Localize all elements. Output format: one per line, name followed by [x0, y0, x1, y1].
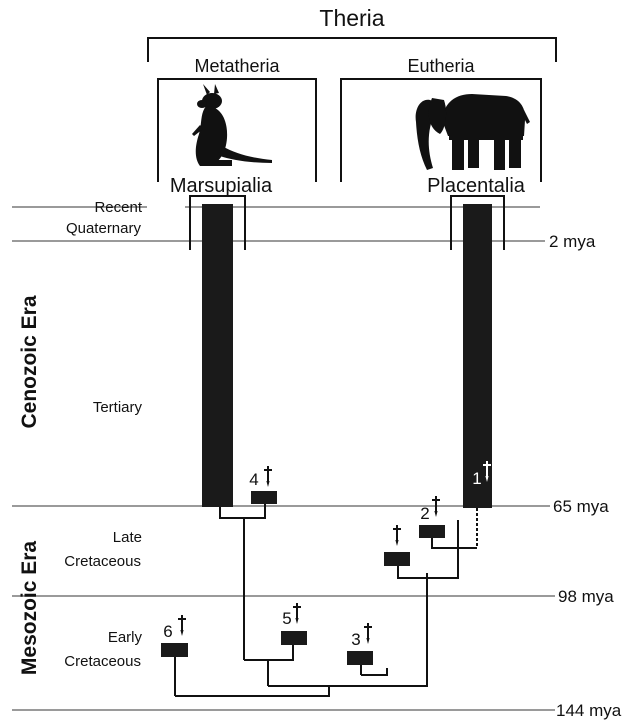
extinct-number-5: 5: [282, 609, 291, 628]
extinct-number-1: 1: [472, 469, 481, 488]
metatheria-bracket: [158, 79, 316, 182]
dagger-icon: [264, 466, 272, 487]
era-mesozoic: Mesozoic Era: [18, 541, 41, 676]
period-early: Early: [108, 629, 143, 646]
time-mark-98-mya: 98 mya: [558, 587, 614, 606]
extinct-block-6: [161, 643, 188, 657]
placentalia-label: Placentalia: [427, 175, 526, 197]
dagger-icon: [364, 623, 372, 644]
elephant-silhouette-icon: [416, 94, 530, 170]
period-quaternary: Quaternary: [66, 220, 142, 237]
period-late-cretaceous: Cretaceous: [64, 553, 141, 570]
marsupialia-lineage-bar: [202, 204, 233, 507]
extinct-block-4: [251, 491, 277, 504]
time-mark-65-mya: 65 mya: [553, 497, 609, 516]
extinct-number-6: 6: [163, 622, 172, 641]
eutheria-label: Eutheria: [407, 56, 475, 76]
extinct-block-3: [347, 651, 373, 665]
kangaroo-silhouette-icon: [192, 84, 272, 166]
extinct-number-2: 2: [420, 504, 429, 523]
time-mark-144-mya: 144 mya: [556, 701, 622, 720]
era-cenozoic: Cenozoic Era: [18, 295, 41, 428]
period-early-cretaceous: Cretaceous: [64, 653, 141, 670]
marsupialia-label: Marsupialia: [170, 175, 273, 197]
theria-label: Theria: [319, 5, 384, 31]
metatheria-label: Metatheria: [194, 56, 280, 76]
extinct-block-2: [419, 525, 445, 538]
extinct-number-4: 4: [249, 470, 258, 489]
time-mark-2-mya: 2 mya: [549, 232, 596, 251]
extinct-block-5: [281, 631, 307, 645]
dagger-icon: [178, 615, 186, 636]
dagger-icon: [393, 525, 401, 546]
extinct-block-unlabeled: [384, 552, 410, 566]
dagger-icon: [293, 603, 301, 624]
period-late: Late: [113, 529, 142, 546]
extinct-number-3: 3: [351, 630, 360, 649]
period-tertiary: Tertiary: [93, 399, 143, 416]
period-recent: Recent: [94, 199, 142, 216]
